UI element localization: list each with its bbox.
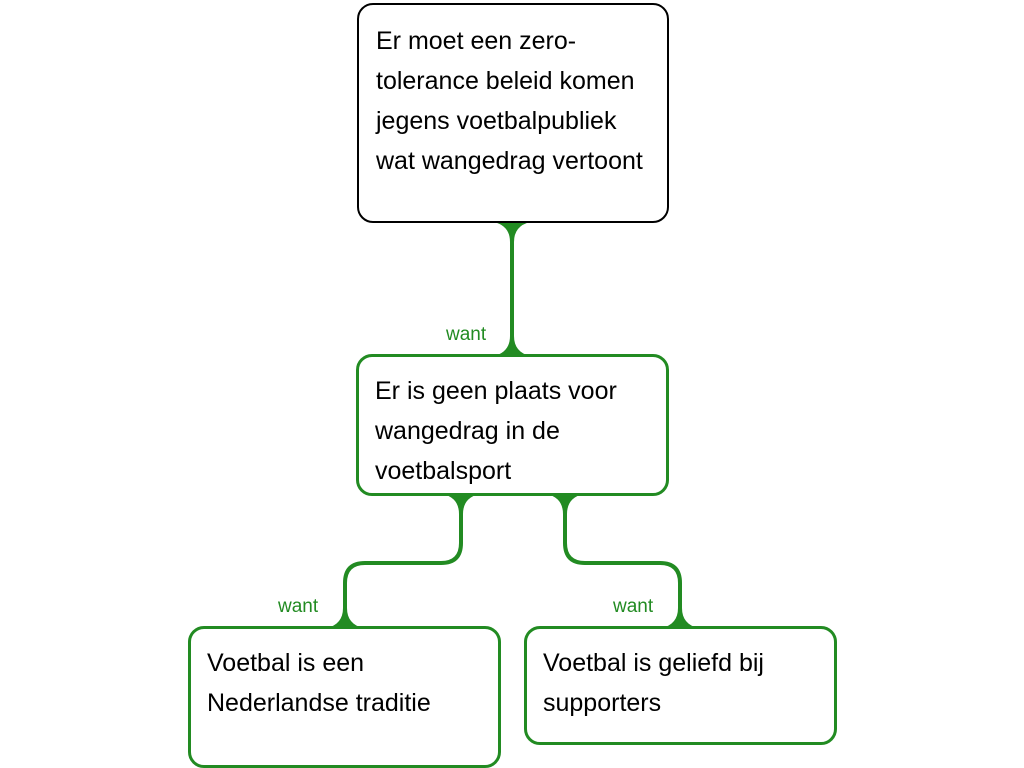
sub-reason-left-node[interactable]: Voetbal is een Nederlandse traditie bbox=[188, 626, 501, 768]
connector-label-right: want bbox=[613, 596, 654, 617]
sub-reason-right-text: Voetbal is geliefd bij supporters bbox=[543, 649, 764, 717]
sub-reason-right-node[interactable]: Voetbal is geliefd bij supporters bbox=[524, 626, 837, 745]
connector-label-top: want bbox=[446, 324, 487, 345]
flare bbox=[494, 222, 530, 242]
connector-right bbox=[563, 494, 682, 627]
flare bbox=[327, 608, 363, 628]
flare bbox=[662, 608, 698, 628]
flare bbox=[547, 494, 583, 514]
flare bbox=[494, 336, 530, 356]
claim-node[interactable]: Er moet een zero-tolerance beleid komen … bbox=[357, 3, 669, 223]
connector-left bbox=[343, 494, 463, 627]
connector-label-left: want bbox=[278, 596, 319, 617]
reason-node[interactable]: Er is geen plaats voor wangedrag in de v… bbox=[356, 354, 669, 496]
flare bbox=[443, 494, 479, 514]
sub-reason-left-text: Voetbal is een Nederlandse traditie bbox=[207, 649, 431, 717]
reason-text: Er is geen plaats voor wangedrag in de v… bbox=[375, 377, 617, 485]
claim-text: Er moet een zero-tolerance beleid komen … bbox=[376, 27, 643, 175]
